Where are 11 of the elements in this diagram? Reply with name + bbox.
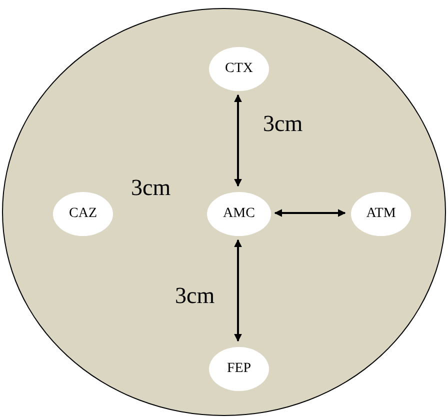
antibiotic-disc: FEP (209, 347, 269, 391)
distance-label: 3cm (263, 112, 303, 135)
double-arrow (234, 94, 242, 187)
antibiotic-disc: CAZ (53, 192, 113, 236)
distance-label: 3cm (131, 176, 171, 199)
antibiotic-disc: ATM (351, 192, 411, 236)
distance-label: 3cm (175, 284, 215, 307)
antibiotic-disc: AMC (207, 192, 271, 236)
antibiotic-disc: CTX (209, 47, 269, 91)
double-arrow (234, 239, 242, 342)
double-arrow (274, 209, 346, 217)
